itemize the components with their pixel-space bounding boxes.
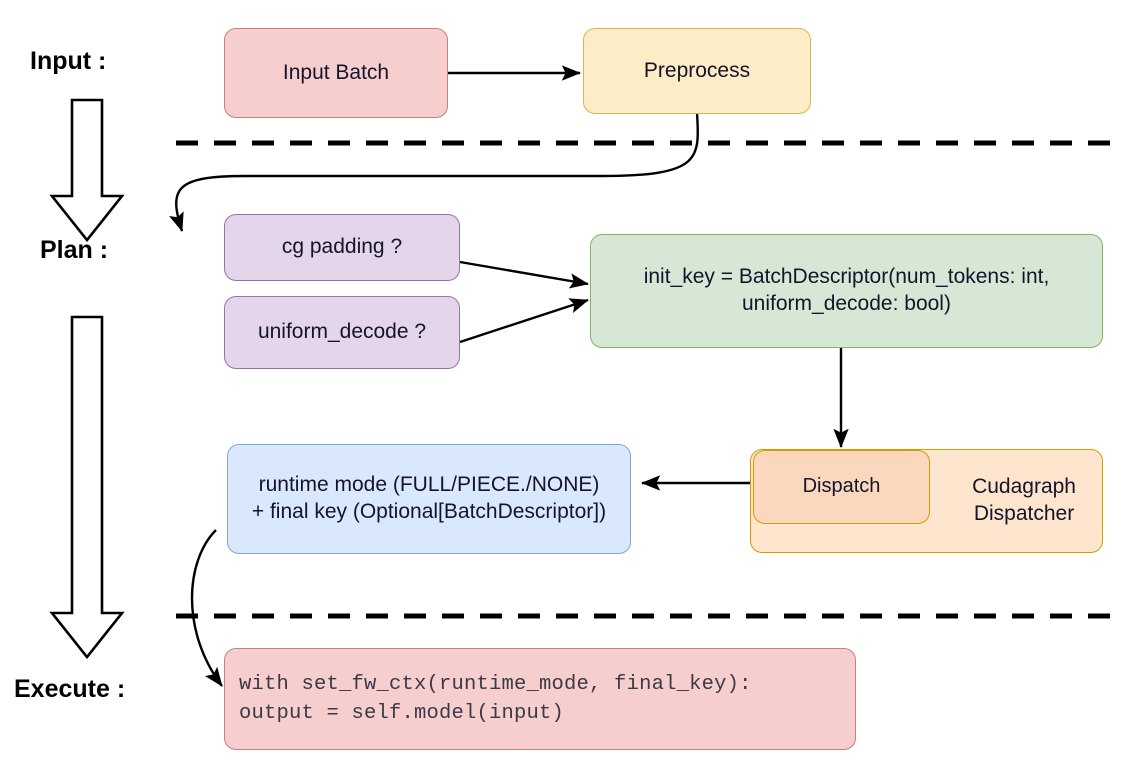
node-cg-padding[interactable]: cg padding ? xyxy=(224,214,460,281)
edge-cg-padding-to-init-key xyxy=(459,260,589,289)
node-preprocess[interactable]: Preprocess xyxy=(583,28,811,114)
stage-label-input: Input : xyxy=(30,47,107,75)
edge-uniform-decode-to-init-key xyxy=(459,298,589,344)
node-uniform-decode[interactable]: uniform_decode ? xyxy=(224,296,460,369)
node-execute-code[interactable]: with set_fw_ctx(runtime_mode, final_key)… xyxy=(224,648,856,750)
node-dispatch[interactable]: Dispatch xyxy=(753,450,930,524)
input-to-plan-arrow xyxy=(49,98,125,243)
stage-label-execute: Execute : xyxy=(14,675,126,703)
edge-runtime-mode-to-execute-code xyxy=(190,529,223,687)
node-input-batch[interactable]: Input Batch xyxy=(224,28,448,118)
plan-to-execute-arrow xyxy=(49,315,125,660)
node-init-key[interactable]: init_key = BatchDescriptor(num_tokens: i… xyxy=(590,234,1103,348)
node-runtime-mode[interactable]: runtime mode (FULL/PIECE./NONE) + final … xyxy=(227,444,631,554)
stage-label-plan: Plan : xyxy=(40,236,109,264)
